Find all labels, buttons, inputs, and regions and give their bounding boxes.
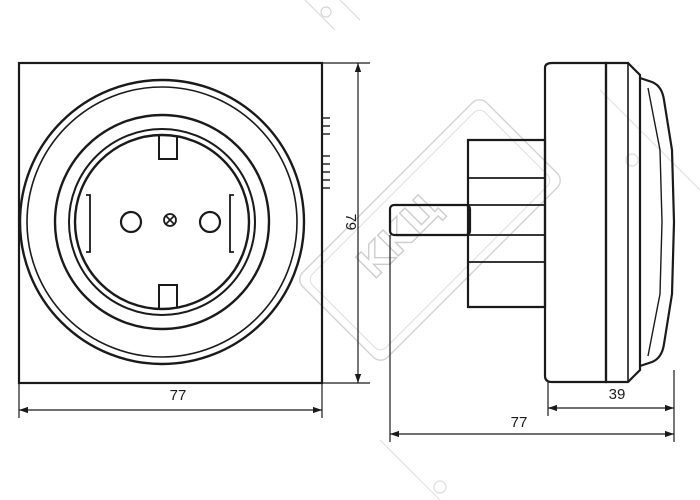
center-screw: [163, 213, 177, 227]
dim-side-base: [547, 370, 675, 442]
side-cover: [604, 61, 642, 384]
pin-hole-left: [119, 210, 143, 234]
front-view: [17, 61, 330, 385]
plug-body: [466, 138, 547, 309]
pin-hole-right: [198, 210, 222, 234]
dim-front-height: [322, 62, 370, 384]
bezel-ring: [53, 113, 271, 331]
dim-front-width-label: 77: [170, 387, 187, 404]
ground-clip-bottom: [158, 284, 178, 308]
side-base: [543, 61, 608, 384]
ground-clip-top: [158, 136, 178, 160]
outer-ring: [18, 78, 306, 366]
side-guide-left: [86, 194, 91, 253]
dim-front-width: [18, 383, 323, 418]
watermark-text: KKЦ: [348, 185, 451, 288]
front-frame: [17, 61, 324, 385]
dim-side-total: [389, 235, 674, 442]
edge-ticks: [322, 117, 330, 189]
dim-front-height-label: 79: [342, 214, 359, 231]
plug-pin: [388, 203, 472, 237]
dim-side-base-label: 39: [609, 386, 626, 403]
dim-side-total-label: 77: [511, 414, 528, 431]
side-rim: [639, 76, 676, 368]
side-guide-right: [229, 194, 234, 253]
socket-recess: [73, 133, 251, 311]
outer-ring-inner-edge: [26, 86, 298, 358]
side-view: [388, 61, 676, 384]
socket-recess-outer: [68, 128, 256, 316]
